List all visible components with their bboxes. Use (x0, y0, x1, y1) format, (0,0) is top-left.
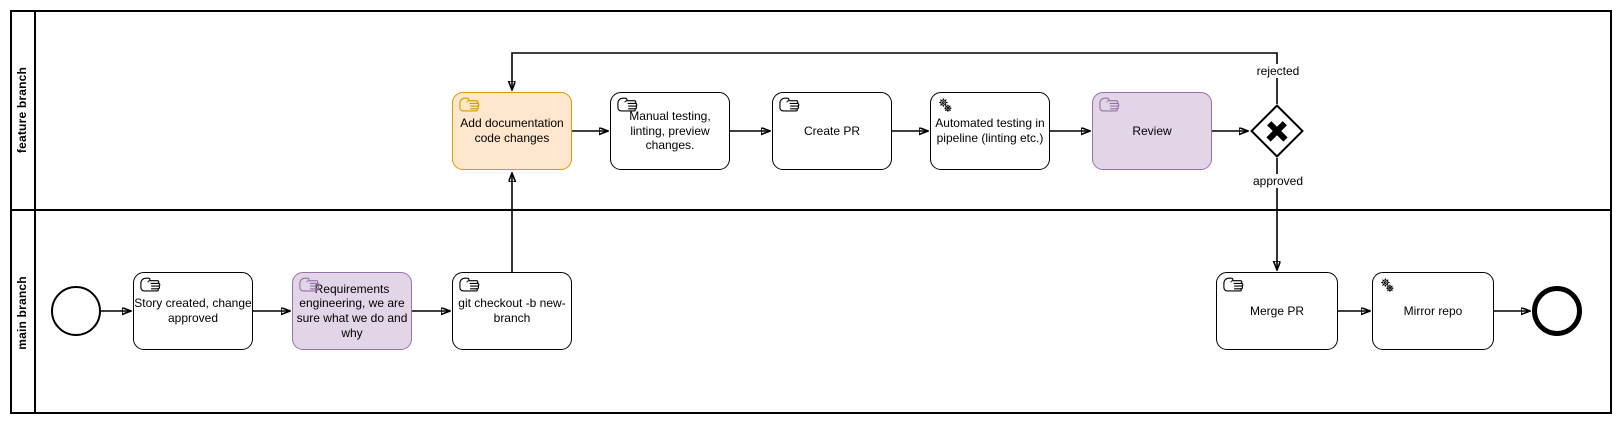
task-add-documentation[interactable]: Add documentation code changes (452, 92, 572, 170)
task-label: Requirements engineering, we are sure wh… (296, 281, 408, 340)
lane-divider (10, 209, 1612, 211)
task-label: Review (1132, 123, 1172, 138)
task-label: Automated testing in pipeline (linting e… (935, 116, 1045, 145)
task-requirements-engineering[interactable]: Requirements engineering, we are sure wh… (292, 272, 412, 350)
manual-task-hand-icon (617, 97, 638, 112)
service-task-gears-icon (937, 97, 954, 114)
task-review[interactable]: Review (1092, 92, 1212, 170)
task-story-created[interactable]: Story created, change approved (133, 272, 253, 350)
flow-label-rejected: rejected (1253, 64, 1303, 78)
flow-label-approved: approved (1249, 174, 1307, 188)
task-label: Merge PR (1249, 303, 1305, 318)
task-label: Story created, change approved (134, 296, 252, 325)
manual-task-hand-icon (779, 97, 800, 112)
start-event[interactable] (51, 286, 101, 336)
manual-task-hand-icon (299, 277, 320, 292)
service-task-gears-icon (1379, 277, 1396, 294)
task-mirror-repo[interactable]: Mirror repo (1372, 272, 1494, 350)
flow-rejected-back-to-add-documentation (512, 52, 1278, 104)
end-event[interactable] (1532, 286, 1582, 336)
process-pool (10, 10, 1612, 414)
manual-task-hand-icon (140, 277, 161, 292)
manual-task-hand-icon (1223, 277, 1244, 292)
task-label: git checkout -b new- branch (458, 296, 566, 325)
manual-task-hand-icon (459, 277, 480, 292)
task-git-checkout[interactable]: git checkout -b new- branch (452, 272, 572, 350)
task-label: Create PR (803, 123, 861, 138)
task-manual-testing[interactable]: Manual testing, linting, preview changes… (610, 92, 730, 170)
task-create-pr[interactable]: Create PR (772, 92, 892, 170)
task-automated-testing[interactable]: Automated testing in pipeline (linting e… (930, 92, 1050, 170)
manual-task-hand-icon (459, 97, 480, 112)
manual-task-hand-icon (1099, 97, 1120, 112)
task-merge-pr[interactable]: Merge PR (1216, 272, 1338, 350)
task-label: Mirror repo (1403, 303, 1463, 318)
task-label: Manual testing, linting, preview changes… (629, 109, 711, 153)
task-label: Add documentation code changes (460, 116, 564, 145)
lane-label-band-divider (34, 10, 36, 414)
